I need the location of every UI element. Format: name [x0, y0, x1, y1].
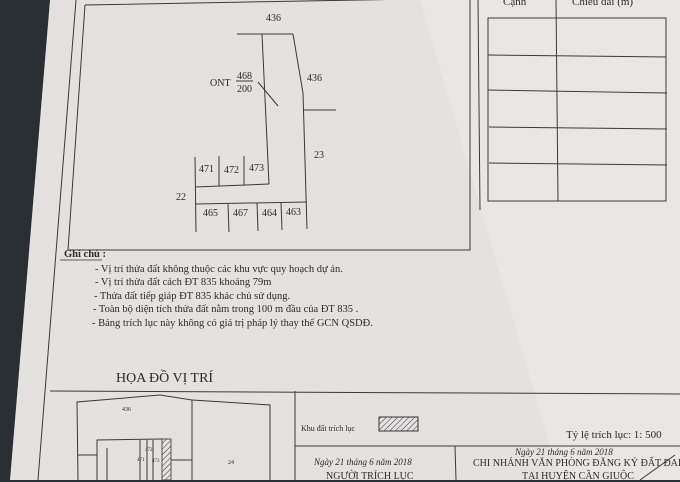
- notes-title: Ghi chú :: [64, 249, 107, 260]
- location-map-title: HỌA ĐỒ VỊ TRÍ: [116, 371, 214, 386]
- outer-border: [37, 0, 77, 480]
- left-signature-title: NGƯỜI TRÍCH LỤC: [326, 471, 414, 482]
- parcel-label-top: 436: [266, 13, 281, 24]
- main-parcel-type: ONT: [210, 78, 231, 89]
- parcel-465: 465: [203, 208, 218, 219]
- location-label-473: 473: [152, 459, 160, 464]
- parcel-label-right-upper: 436: [307, 73, 322, 84]
- extract-parcel-hatch: [161, 438, 172, 480]
- note-item: - Vị trí thửa đất cách ĐT 835 khoảng 79m: [95, 277, 272, 288]
- note-item: - Thửa đất tiếp giáp ĐT 835 khác chủ sử …: [94, 291, 291, 302]
- parcel-473: 473: [249, 163, 264, 174]
- parcel-label-right-lower: 23: [314, 150, 324, 161]
- table-header-length: Chiều dài (m): [572, 0, 634, 8]
- right-signature-title: CHI NHÁNH VĂN PHÒNG ĐĂNG KÝ ĐẤT ĐAI: [473, 458, 680, 469]
- parcel-467: 467: [233, 208, 248, 219]
- left-signature-date: Ngày 21 tháng 6 năm 2018: [314, 457, 412, 467]
- note-item: - Bảng trích lục này không có giá trị ph…: [92, 318, 373, 329]
- parcel-464: 464: [262, 208, 277, 219]
- main-parcel-number: 468: [237, 71, 252, 82]
- table-header-edge: Cạnh: [503, 0, 527, 8]
- scale-text: Tỷ lệ trích lục: 1: 500: [566, 429, 662, 441]
- right-signature-date: Ngày 21 tháng 6 năm 2018: [515, 447, 613, 457]
- location-label-24: 24: [228, 460, 234, 466]
- location-label-472: 472: [145, 448, 153, 453]
- parcel-label-left: 22: [176, 192, 186, 203]
- parcel-471: 471: [199, 164, 214, 175]
- main-parcel-area: 200: [237, 84, 252, 95]
- right-signature-subtitle: TẠI HUYỆN CẦN GIUỘC: [522, 471, 634, 482]
- parcel-463: 463: [286, 207, 301, 218]
- legend-label: Khu đất trích lục: [301, 424, 355, 433]
- location-label-471: 471: [137, 458, 145, 463]
- map-frame: [67, 0, 471, 251]
- parcel-472: 472: [224, 165, 239, 176]
- location-label-436: 436: [122, 407, 131, 413]
- note-item: - Toàn bộ diện tích thửa đất nằm trong 1…: [93, 304, 359, 315]
- legend-hatch-swatch: [378, 416, 419, 432]
- note-item: - Vị trí thửa đất không thuộc các khu vự…: [95, 264, 343, 275]
